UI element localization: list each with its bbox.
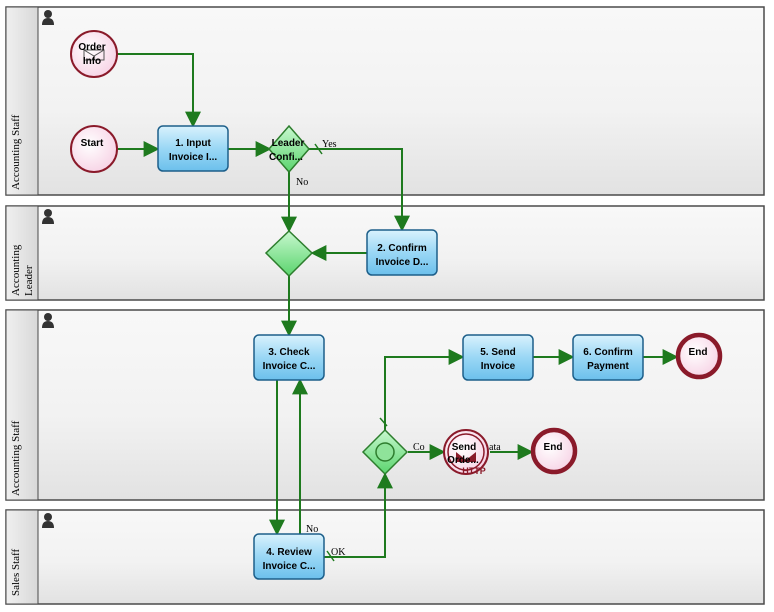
task-review-invoice[interactable]: 4. Review Invoice C... xyxy=(253,533,325,580)
node-label-line1: 1. Input xyxy=(175,138,211,149)
node-label-line2: Confi... xyxy=(269,152,303,163)
node-label: End xyxy=(544,442,563,453)
lane-label-line2: Leader xyxy=(23,265,35,296)
node-label-line1: Order xyxy=(78,42,105,53)
default-flow-mark xyxy=(314,143,323,155)
task-check-invoice[interactable]: 3. Check Invoice C... xyxy=(253,334,325,381)
node-label-line2: Invoice xyxy=(481,361,516,372)
event-end-top[interactable]: End xyxy=(675,332,723,380)
edge-label-no: No xyxy=(296,177,308,188)
node-label-line1: 2. Confirm xyxy=(377,243,427,254)
node-label-line2: Invoice D... xyxy=(376,257,429,268)
task-confirm-payment[interactable]: 6. Confirm Payment xyxy=(572,334,644,381)
message-icon xyxy=(83,49,105,61)
node-label-line1: 3. Check xyxy=(268,347,310,358)
node-label-line1: 6. Confirm xyxy=(583,347,633,358)
node-label-line2: Invoice C... xyxy=(263,561,316,572)
edge-label-no-review: No xyxy=(306,524,318,535)
event-send-order[interactable]: Send Orde... HTTP xyxy=(443,429,489,476)
edge-label-condition: Co xyxy=(413,442,425,453)
edges xyxy=(117,53,679,562)
edge-yes[interactable] xyxy=(308,148,410,232)
lane-label: Accounting Staff xyxy=(10,420,22,496)
http-badge: HTTP xyxy=(462,466,486,476)
task-send-invoice[interactable]: 5. Send Invoice xyxy=(462,334,534,381)
edge-label-ok: OK xyxy=(331,547,346,558)
node-label-line1: Send xyxy=(452,442,476,453)
node-label: End xyxy=(689,347,708,358)
node-label: Start xyxy=(81,138,104,149)
gateway-leader-confirm[interactable]: Leader Confi... xyxy=(268,124,310,174)
event-start[interactable]: Start xyxy=(70,125,118,173)
lane-accounting-staff-1: Accounting Staff xyxy=(5,6,765,196)
default-flow-mark xyxy=(379,417,388,427)
gateway-event-based[interactable] xyxy=(361,428,409,476)
default-flow-mark xyxy=(326,550,335,562)
event-end-mid[interactable]: End xyxy=(530,427,578,475)
gateway-merge[interactable] xyxy=(264,229,314,278)
edge-order-info-to-input[interactable] xyxy=(117,53,201,128)
edge-label-condition-tail: ata xyxy=(489,442,501,453)
node-label-line2: Payment xyxy=(587,361,629,372)
node-label-line1: 5. Send xyxy=(480,347,516,358)
node-label-line2: Info xyxy=(83,56,101,67)
gateway-circle-icon xyxy=(375,442,395,462)
event-order-info[interactable]: Order Info xyxy=(70,30,118,78)
node-label-line1: Leader xyxy=(272,138,305,149)
task-input-invoice[interactable]: 1. Input Invoice I... xyxy=(157,125,229,172)
lane-label-line1: Accounting xyxy=(10,244,22,296)
task-confirm-invoice[interactable]: 2. Confirm Invoice D... xyxy=(366,229,438,276)
node-label-line2: Invoice C... xyxy=(263,361,316,372)
edge-to-send-invoice[interactable] xyxy=(384,349,465,430)
edge-label-yes: Yes xyxy=(322,139,337,150)
node-label-line1: 4. Review xyxy=(266,547,312,558)
node-label-line2: Orde... xyxy=(447,455,479,466)
node-label-line2: Invoice I... xyxy=(169,152,218,163)
lane-label: Accounting Staff xyxy=(10,114,22,190)
envelope-icon xyxy=(456,452,476,462)
edge-ok[interactable] xyxy=(321,472,393,558)
lane-label: Sales Staff xyxy=(10,549,22,596)
